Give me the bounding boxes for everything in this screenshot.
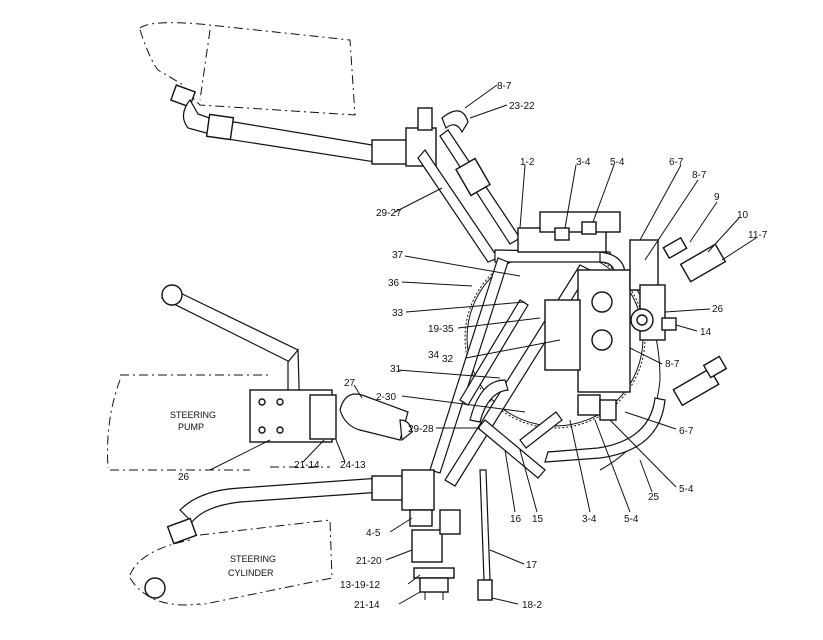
callout-5-4-top: 5-4	[610, 157, 625, 168]
callout-25: 25	[648, 492, 660, 503]
lower-hose-assembly	[166, 469, 435, 545]
callout-11-7: 11-7	[748, 230, 768, 241]
steering-pump-label-line2: PUMP	[178, 422, 204, 432]
callout-21-14-left: 21-14	[294, 460, 320, 471]
steering-pump: STEERING PUMP	[170, 389, 337, 443]
pump-suction-hose	[339, 393, 413, 442]
callout-34: 34	[428, 350, 440, 361]
callout-27: 27	[344, 378, 356, 389]
callout-3-4-low: 3-4	[582, 514, 597, 525]
callout-5-4-right: 5-4	[679, 484, 694, 495]
callout-8-7-mid: 8-7	[665, 359, 680, 370]
callout-1-2: 1-2	[520, 157, 535, 168]
callout-23-22: 23-22	[509, 101, 535, 112]
callout-labels: 8-7 23-22 1-2 3-4 5-4 6-7 8-7 9 10 11-7 …	[178, 81, 768, 611]
control-valve-body	[517, 211, 666, 449]
callout-9: 9	[714, 192, 720, 203]
callout-37: 37	[392, 250, 404, 261]
steering-pump-label-line1: STEERING	[170, 410, 216, 420]
callout-26-left: 26	[178, 472, 190, 483]
leader-lines	[209, 84, 757, 605]
callout-6-7-top: 6-7	[669, 157, 684, 168]
callout-3-4-top: 3-4	[576, 157, 591, 168]
callout-6-7-low: 6-7	[679, 426, 694, 437]
callout-29-28: 29-28	[408, 424, 434, 435]
callout-18-2: 18-2	[522, 600, 542, 611]
frame-outlines	[107, 22, 356, 606]
callout-17: 17	[526, 560, 538, 571]
callout-31: 31	[390, 364, 402, 375]
steering-cylinder: STEERING CYLINDER	[144, 554, 276, 599]
callout-16: 16	[510, 514, 522, 525]
callout-19-35: 19-35	[428, 324, 454, 335]
callout-10: 10	[737, 210, 749, 221]
callout-15: 15	[532, 514, 544, 525]
callout-26-right: 26	[712, 304, 724, 315]
callout-8-7-right: 8-7	[692, 170, 707, 181]
callout-21-20: 21-20	[356, 556, 382, 567]
callout-13-19-12: 13-19-12	[340, 580, 380, 591]
callout-5-4-low: 5-4	[624, 514, 639, 525]
callout-21-14-bottom: 21-14	[354, 600, 380, 611]
callout-14: 14	[700, 327, 712, 338]
callout-33: 33	[392, 308, 404, 319]
callout-24-13: 24-13	[340, 460, 366, 471]
callout-4-5: 4-5	[366, 528, 381, 539]
callout-36: 36	[388, 278, 400, 289]
relief-valves	[661, 236, 728, 407]
callout-32: 32	[442, 354, 454, 365]
steering-cylinder-label-line1: STEERING	[230, 554, 276, 564]
callout-2-30: 2-30	[376, 392, 396, 403]
lower-valve-stack	[409, 469, 493, 601]
steering-cylinder-label-line2: CYLINDER	[228, 568, 274, 578]
callout-29-27: 29-27	[376, 208, 402, 219]
callout-8-7-top: 8-7	[497, 81, 512, 92]
